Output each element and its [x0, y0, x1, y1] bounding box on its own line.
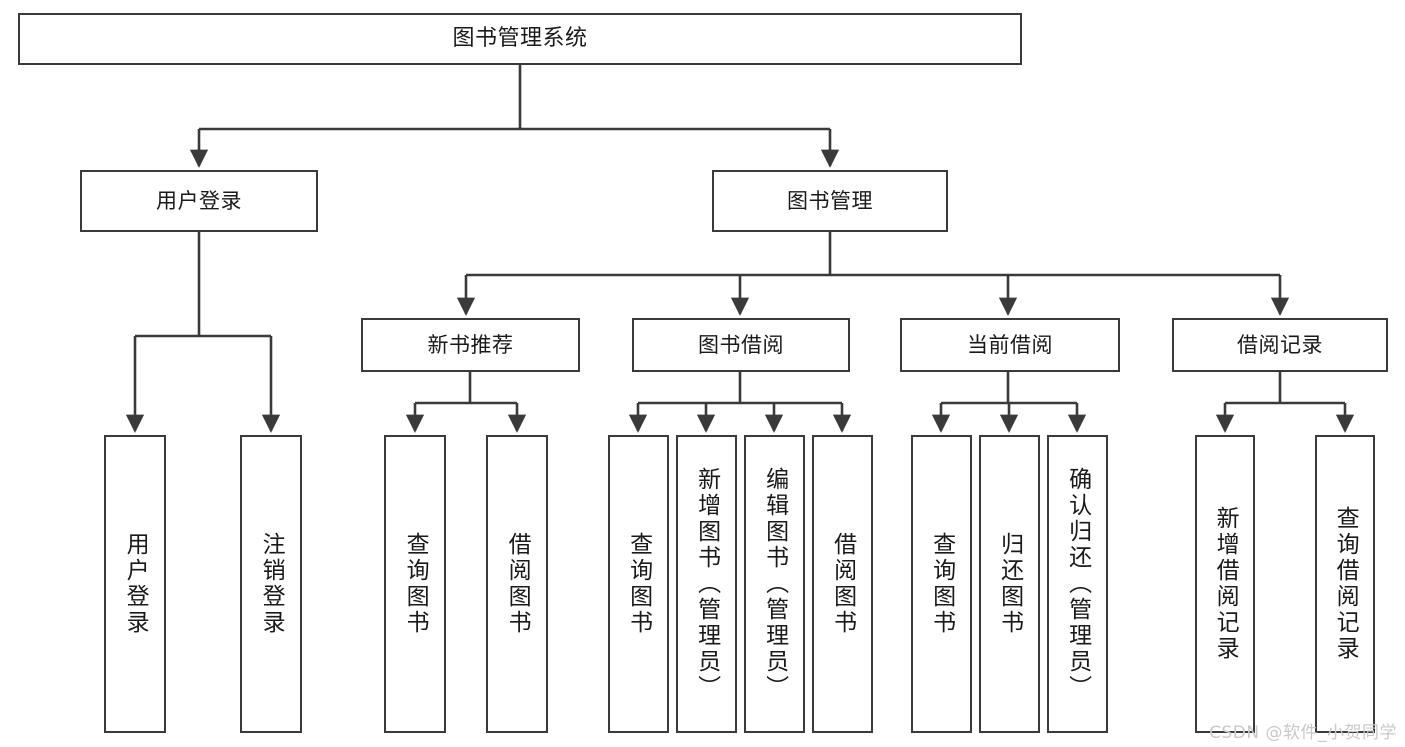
leaf-current-confirm-return-admin[interactable]: 确认归还（管理员） — [1047, 435, 1108, 733]
node-root[interactable]: 图书管理系统 — [18, 13, 1022, 65]
leaf-user-login-label: 用户登录 — [122, 532, 149, 636]
leaf-logout-label: 注销登录 — [258, 532, 285, 636]
leaf-newbook-borrow-book[interactable]: 借阅图书 — [486, 435, 548, 733]
leaf-borrow-add-book-admin-label: 新增图书（管理员） — [693, 467, 720, 701]
node-book-borrow[interactable]: 图书借阅 — [632, 318, 850, 372]
leaf-user-login[interactable]: 用户登录 — [104, 435, 166, 733]
node-book-manage[interactable]: 图书管理 — [712, 170, 948, 232]
leaf-newbook-borrow-book-label: 借阅图书 — [504, 532, 531, 636]
node-borrow-record-label: 借阅记录 — [1237, 332, 1323, 357]
leaf-borrow-edit-book-admin-label: 编辑图书（管理员） — [761, 467, 788, 701]
leaf-current-search-book-label: 查询图书 — [928, 532, 955, 636]
node-new-book-recommend-label: 新书推荐 — [427, 332, 514, 357]
node-root-label: 图书管理系统 — [452, 26, 588, 52]
node-borrow-record[interactable]: 借阅记录 — [1172, 318, 1388, 372]
leaf-newbook-search-book-label: 查询图书 — [402, 532, 429, 636]
node-user-login-label: 用户登录 — [156, 188, 242, 213]
leaf-borrow-search-book-label: 查询图书 — [625, 532, 652, 636]
leaf-record-add-record-label: 新增借阅记录 — [1212, 506, 1239, 662]
leaf-current-confirm-return-admin-label: 确认归还（管理员） — [1064, 467, 1091, 701]
leaf-borrow-search-book[interactable]: 查询图书 — [608, 435, 669, 733]
leaf-record-search-record-label: 查询借阅记录 — [1332, 506, 1359, 662]
node-current-borrow[interactable]: 当前借阅 — [900, 318, 1120, 372]
leaf-record-search-record[interactable]: 查询借阅记录 — [1315, 435, 1375, 733]
node-user-login[interactable]: 用户登录 — [80, 170, 318, 232]
leaf-newbook-search-book[interactable]: 查询图书 — [384, 435, 446, 733]
node-current-borrow-label: 当前借阅 — [967, 332, 1053, 357]
node-book-borrow-label: 图书借阅 — [698, 332, 784, 357]
leaf-logout[interactable]: 注销登录 — [240, 435, 302, 733]
leaf-borrow-borrow-book-label: 借阅图书 — [829, 532, 856, 636]
node-book-manage-label: 图书管理 — [787, 188, 873, 213]
leaf-current-return-book[interactable]: 归还图书 — [979, 435, 1040, 733]
leaf-borrow-add-book-admin[interactable]: 新增图书（管理员） — [676, 435, 737, 733]
leaf-record-add-record[interactable]: 新增借阅记录 — [1195, 435, 1255, 733]
node-new-book-recommend[interactable]: 新书推荐 — [361, 318, 580, 372]
csdn-watermark: CSDN @软件_小贺同学 — [1209, 723, 1397, 743]
leaf-current-search-book[interactable]: 查询图书 — [911, 435, 972, 733]
leaf-borrow-edit-book-admin[interactable]: 编辑图书（管理员） — [744, 435, 805, 733]
leaf-borrow-borrow-book[interactable]: 借阅图书 — [812, 435, 873, 733]
leaf-current-return-book-label: 归还图书 — [996, 532, 1023, 636]
